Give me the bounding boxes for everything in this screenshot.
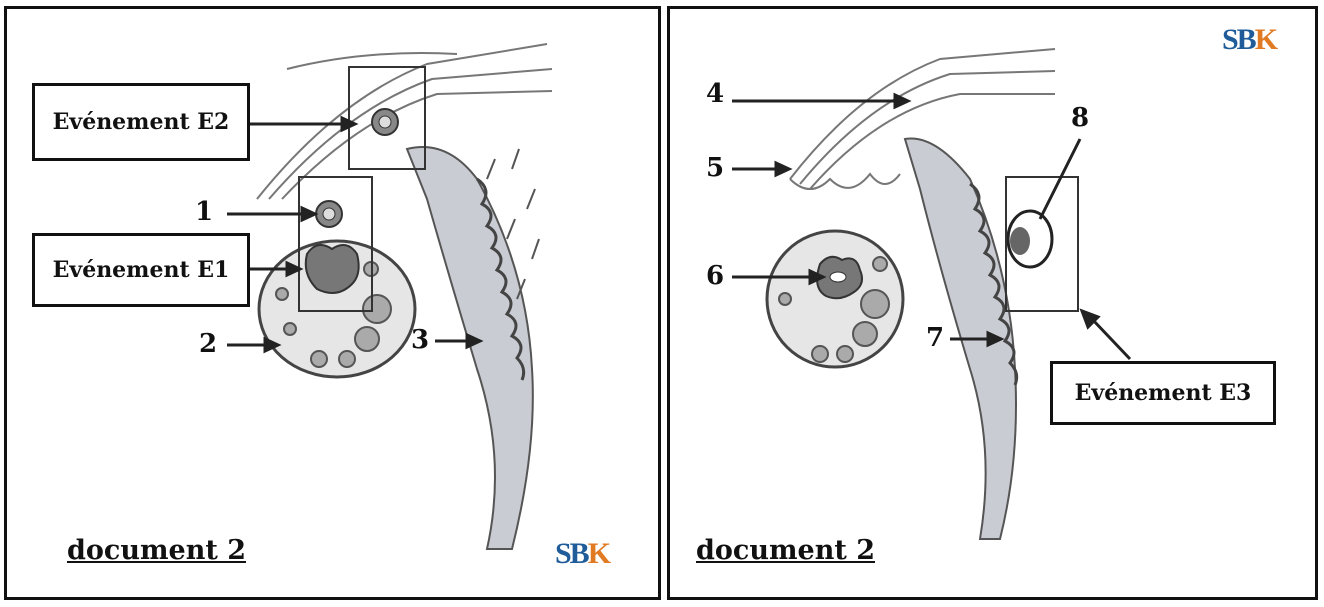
right-panel: 4 5 6 7 8 Evénement E3 document 2 SBK <box>667 6 1318 600</box>
label-8: 8 <box>1071 105 1089 131</box>
event-e2-label: Evénement E2 <box>53 109 230 135</box>
label-5: 5 <box>706 155 724 181</box>
label-4: 4 <box>706 81 724 107</box>
event-e1-label: Evénement E1 <box>53 257 230 283</box>
event-e2-box: Evénement E2 <box>32 83 250 161</box>
label-7: 7 <box>926 325 944 351</box>
label-3: 3 <box>411 327 429 353</box>
event-e3-label: Evénement E3 <box>1075 380 1252 406</box>
event-e3-box: Evénement E3 <box>1050 361 1276 425</box>
label-2: 2 <box>199 331 217 357</box>
event-e1-box: Evénement E1 <box>32 233 250 307</box>
right-diagram <box>670 9 1315 597</box>
label-6: 6 <box>706 263 724 289</box>
label-1: 1 <box>195 199 213 225</box>
oocyte-2 <box>372 109 398 135</box>
document-caption-right: document 2 <box>696 535 875 566</box>
document-caption-left: document 2 <box>67 535 246 566</box>
sbk-logo-right: SBK <box>1222 23 1276 57</box>
sbk-logo-left: SBK <box>555 537 609 571</box>
oocyte-1 <box>316 201 342 227</box>
left-panel: Evénement E2 Evénement E1 1 2 3 document… <box>4 6 661 600</box>
